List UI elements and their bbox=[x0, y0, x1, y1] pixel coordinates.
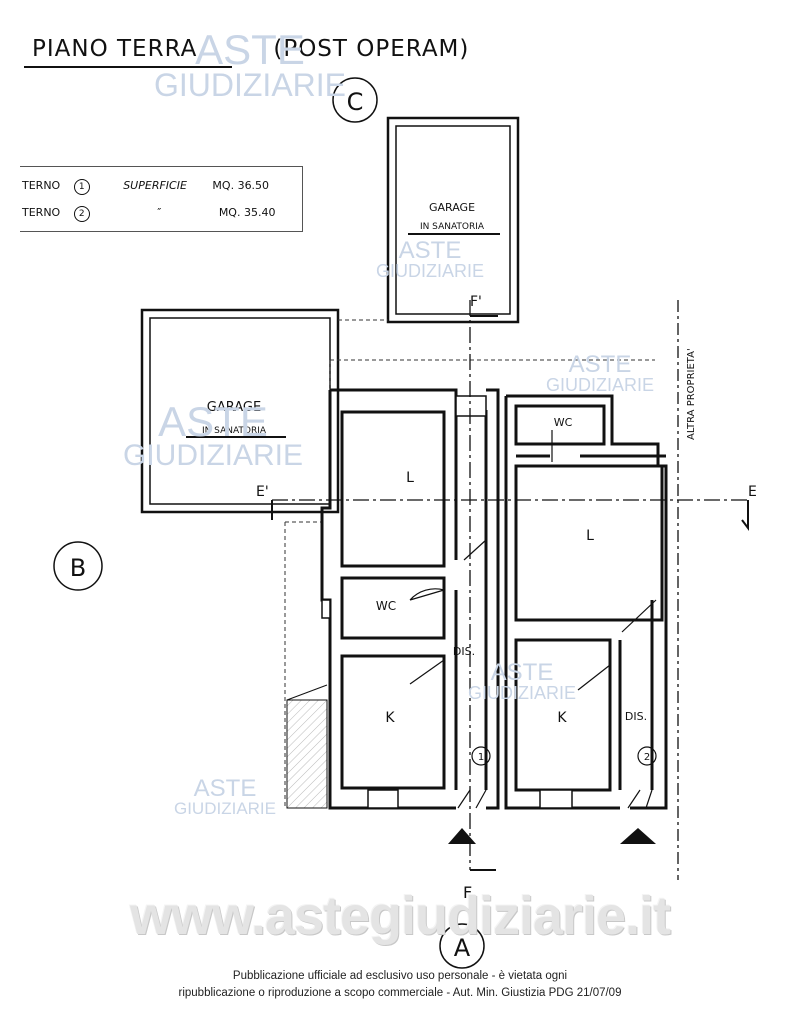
label-c: C bbox=[347, 88, 364, 116]
room-k-2: K bbox=[557, 710, 567, 726]
room-l-1: L bbox=[406, 470, 414, 486]
section-f-prime-top: F' bbox=[470, 294, 482, 310]
entrance-arrow-2 bbox=[620, 828, 656, 844]
garage-top-label-2: IN SANATORIA bbox=[420, 222, 485, 232]
section-e: E bbox=[748, 484, 757, 500]
doors bbox=[409, 430, 657, 809]
title-main: PIANO TERRA bbox=[32, 36, 198, 62]
ledger-label: TERNO bbox=[22, 179, 61, 192]
watermark-aste-1: ASTE GIUDIZIARIE bbox=[153, 26, 346, 103]
ledger-field: SUPERFICIE bbox=[123, 179, 187, 192]
entrance-arrow-1 bbox=[448, 828, 476, 844]
garage-top-label-1: GARAGE bbox=[429, 201, 475, 214]
ledger-num: 2 bbox=[73, 206, 90, 222]
footer-line-2: ripubblicazione o riproduzione a scopo c… bbox=[178, 987, 622, 999]
surface-ledger: TERNO 1 SUPERFICIE MQ. 36.50 TERNO 2 ″ M… bbox=[20, 166, 303, 232]
watermark-aste-4: ASTE GIUDIZIARIE bbox=[122, 398, 303, 472]
ledger-row-2: TERNO 2 ″ MQ. 35.40 bbox=[22, 206, 275, 222]
drawing-title: PIANO TERRA (POST OPERAM) bbox=[32, 36, 469, 62]
watermark-aste-2: ASTE GIUDIZIARIE bbox=[375, 237, 484, 281]
room-wc-2: WC bbox=[554, 416, 573, 429]
garage-top bbox=[386, 116, 520, 324]
windows bbox=[321, 395, 573, 809]
title-underline bbox=[24, 66, 232, 68]
dashed-annex bbox=[284, 319, 655, 808]
room-dis-1: DIS. bbox=[453, 645, 475, 658]
section-e-prime: E' bbox=[256, 484, 269, 500]
ledger-value: MQ. 35.40 bbox=[218, 206, 276, 219]
watermark-site: www.astegiudiziarie.it bbox=[129, 886, 671, 946]
section-circle-b bbox=[53, 541, 103, 591]
room-wc-1: WC bbox=[376, 599, 396, 613]
watermark-aste-6: ASTE GIUDIZIARIE bbox=[173, 775, 276, 818]
label-a: A bbox=[454, 934, 471, 962]
garage-left-label-1: GARAGE bbox=[207, 400, 261, 415]
room-dis-2: DIS. bbox=[625, 710, 647, 723]
ledger-label: TERNO bbox=[22, 206, 61, 219]
ledger-value: MQ. 36.50 bbox=[212, 179, 270, 192]
title-sub: (POST OPERAM) bbox=[273, 36, 470, 62]
garage-left-label-2: IN SANATORIA bbox=[202, 426, 267, 436]
room-l-2: L bbox=[586, 528, 594, 544]
footer-line-1: Pubblicazione ufficiale ad esclusivo uso… bbox=[232, 970, 568, 982]
watermark-aste-3: ASTE GIUDIZIARIE bbox=[545, 351, 654, 395]
section-circle-a bbox=[439, 923, 485, 969]
section-circle-c bbox=[332, 77, 378, 123]
ledger-field: ″ bbox=[157, 206, 162, 219]
room-k-1: K bbox=[385, 710, 395, 726]
ledger-num: 1 bbox=[73, 179, 90, 195]
building-walls bbox=[320, 388, 668, 810]
label-b: B bbox=[70, 554, 86, 582]
unit-number-1: 1 bbox=[478, 752, 484, 763]
unit-number-2: 2 bbox=[644, 752, 650, 763]
watermark-aste-5: ASTE GIUDIZIARIE bbox=[467, 659, 576, 703]
label-altra-proprieta: ALTRA PROPRIETA' bbox=[686, 348, 697, 440]
section-f: F bbox=[463, 883, 472, 902]
ledger-row-1: TERNO 1 SUPERFICIE MQ. 36.50 bbox=[22, 179, 269, 195]
stairs bbox=[286, 684, 328, 809]
